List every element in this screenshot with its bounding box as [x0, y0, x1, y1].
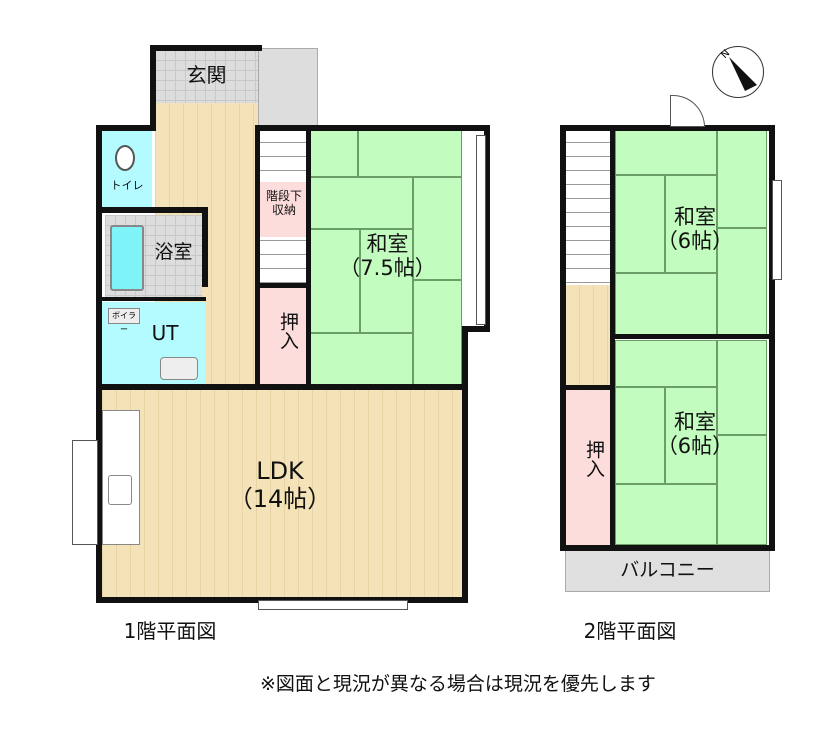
closet-2f-label: 押入 [583, 440, 605, 478]
ldk [102, 390, 462, 600]
ldk-label: LDK （14帖） [228, 457, 332, 513]
staircase-2f [565, 128, 612, 285]
washitsu-6-upper [615, 128, 767, 336]
toilet-label: トイレ [110, 179, 144, 192]
closet-1f-label: 押入 [277, 312, 299, 350]
closet-1f [260, 288, 308, 385]
landing-2f [565, 285, 612, 385]
stair-storage-label: 階段下 収納 [265, 189, 302, 217]
disclaimer-note: ※図面と現況が異なる場合は現況を優先します [260, 673, 656, 695]
stair-storage [260, 182, 308, 237]
kitchen-sink-icon [108, 475, 132, 505]
closet-2f [565, 390, 612, 545]
floor1-title: 1階平面図 [123, 619, 217, 643]
genkan [155, 50, 258, 103]
door-2f-north[interactable] [670, 95, 705, 127]
washitsu-7-5-label: 和室 （7.5帖） [339, 232, 436, 281]
washitsu-7-5 [310, 130, 462, 385]
floor2-title: 2階平面図 [583, 619, 677, 643]
window-south [258, 600, 408, 610]
bathtub-icon [110, 225, 144, 291]
washitsu-6-lower [615, 340, 767, 545]
washitsu-6-lower-label: 和室 （6帖） [656, 410, 734, 459]
washitsu-6-upper-label: 和室 （6帖） [656, 205, 734, 254]
bath-label: 浴室 [154, 241, 193, 263]
window-east [476, 135, 486, 325]
boiler: ボイラー [108, 308, 140, 334]
toilet-bowl-icon [115, 145, 135, 171]
sink-icon [160, 357, 198, 380]
genkan-label: 玄関 [186, 63, 227, 87]
balcony-label: バルコニー [620, 559, 715, 581]
door-kitchen[interactable] [72, 440, 98, 545]
compass-icon: N [712, 46, 764, 98]
porch [258, 48, 318, 126]
window-2f-east [772, 180, 782, 280]
ut-label: UT [151, 321, 179, 345]
